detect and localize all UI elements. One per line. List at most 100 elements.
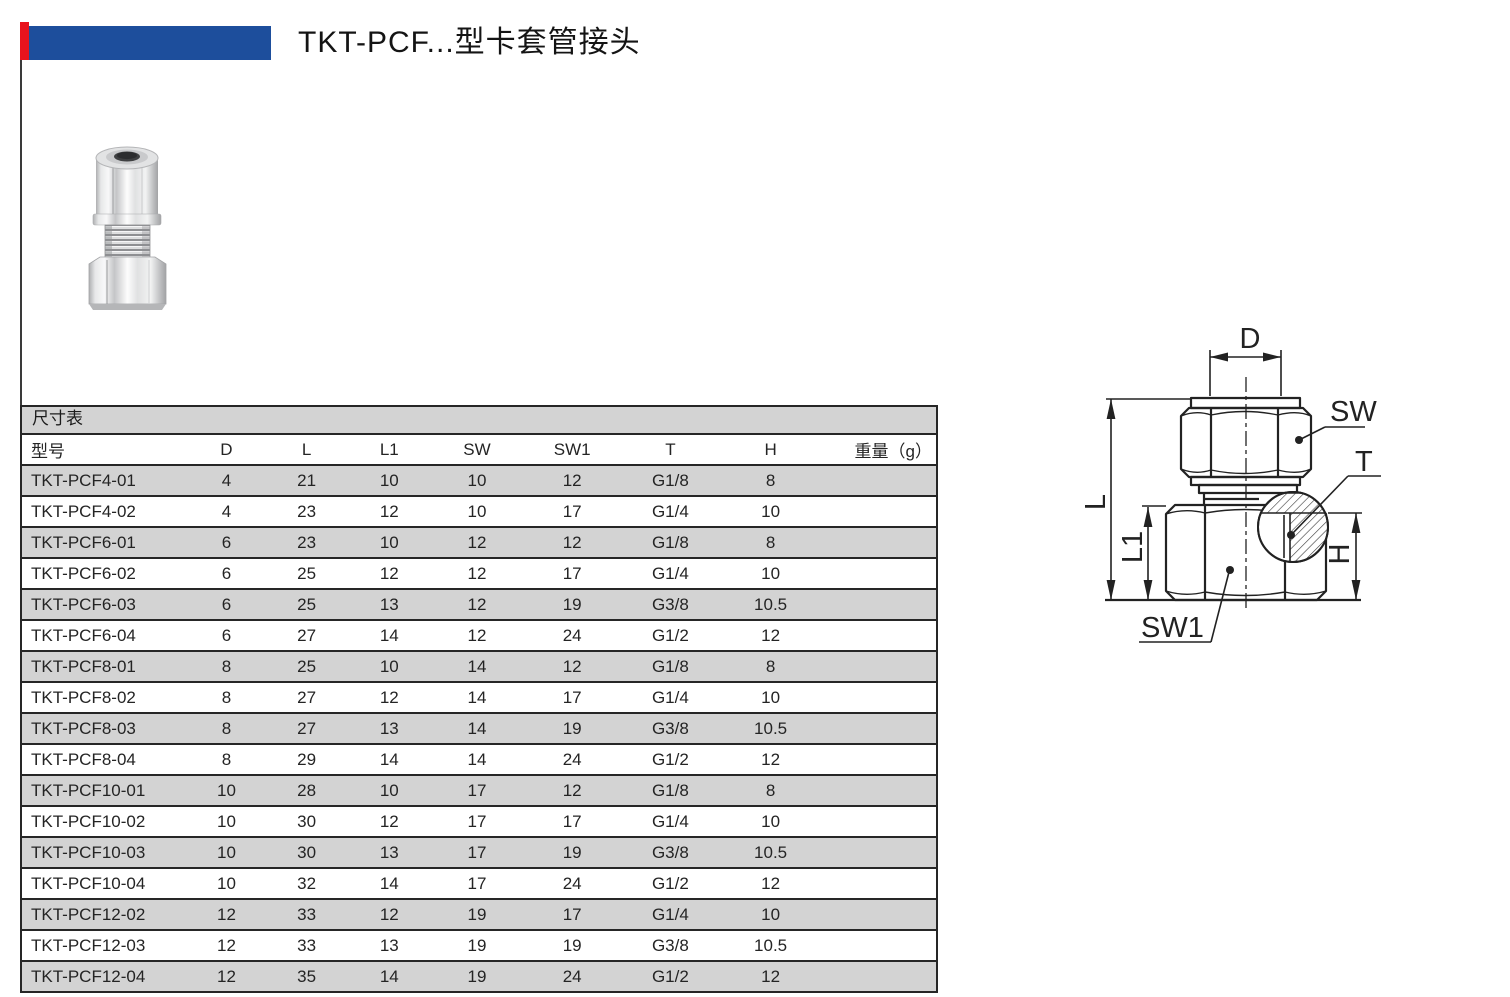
column-header-5: SW1 xyxy=(522,433,623,465)
value-cell: 13 xyxy=(346,836,432,868)
value-cell: 17 xyxy=(431,805,523,837)
model-cell: TKT-PCF10-03 xyxy=(21,836,187,868)
model-cell: TKT-PCF8-01 xyxy=(21,650,187,682)
value-cell: G1/2 xyxy=(622,960,719,992)
column-header-3: L1 xyxy=(346,433,432,465)
value-cell: 17 xyxy=(522,898,623,930)
model-cell: TKT-PCF12-02 xyxy=(21,898,187,930)
value-cell: 17 xyxy=(522,805,623,837)
value-cell: 35 xyxy=(266,960,347,992)
model-cell: TKT-PCF8-03 xyxy=(21,712,187,744)
value-cell: 12 xyxy=(346,681,432,713)
label-d: D xyxy=(1240,323,1261,355)
value-cell xyxy=(822,743,937,775)
value-cell: 12 xyxy=(186,960,267,992)
value-cell xyxy=(822,774,937,806)
value-cell: 10 xyxy=(431,495,523,527)
value-cell: G3/8 xyxy=(622,588,719,620)
value-cell xyxy=(822,464,937,496)
value-cell: 19 xyxy=(522,588,623,620)
value-cell: 12 xyxy=(346,805,432,837)
value-cell: 17 xyxy=(522,557,623,589)
value-cell xyxy=(822,929,937,961)
column-header-4: SW xyxy=(431,433,523,465)
value-cell xyxy=(822,836,937,868)
value-cell: 10 xyxy=(346,774,432,806)
column-header-0: 型号 xyxy=(21,433,187,465)
value-cell: 12 xyxy=(186,898,267,930)
value-cell: 21 xyxy=(266,464,347,496)
value-cell: 17 xyxy=(522,681,623,713)
value-cell: 19 xyxy=(431,898,523,930)
value-cell: G1/2 xyxy=(622,743,719,775)
blue-header-bar xyxy=(29,26,271,60)
model-cell: TKT-PCF6-02 xyxy=(21,557,187,589)
value-cell: G3/8 xyxy=(622,929,719,961)
dimension-lines xyxy=(1106,350,1381,643)
value-cell: 30 xyxy=(266,805,347,837)
page-title: TKT-PCF...型卡套管接头 xyxy=(298,26,641,59)
value-cell: 24 xyxy=(522,867,623,899)
value-cell: 6 xyxy=(186,557,267,589)
detail-circle-rim xyxy=(1257,491,1329,563)
value-cell: 19 xyxy=(522,836,623,868)
value-cell xyxy=(822,526,937,558)
value-cell: 12 xyxy=(346,495,432,527)
value-cell: 10 xyxy=(346,526,432,558)
value-cell: 19 xyxy=(522,929,623,961)
label-l1: L1 xyxy=(1117,531,1149,563)
value-cell: 23 xyxy=(266,495,347,527)
value-cell: 33 xyxy=(266,898,347,930)
value-cell: 12 xyxy=(522,526,623,558)
label-h: H xyxy=(1324,544,1356,565)
value-cell: 8 xyxy=(186,681,267,713)
value-cell: 17 xyxy=(431,836,523,868)
value-cell: G1/8 xyxy=(622,526,719,558)
value-cell: 14 xyxy=(431,650,523,682)
red-accent-block xyxy=(20,22,29,60)
value-cell: 4 xyxy=(186,464,267,496)
value-cell: 25 xyxy=(266,588,347,620)
value-cell xyxy=(822,960,937,992)
value-cell: G1/4 xyxy=(622,557,719,589)
value-cell: 27 xyxy=(266,619,347,651)
value-cell: 13 xyxy=(346,929,432,961)
value-cell xyxy=(822,557,937,589)
value-cell: G1/2 xyxy=(622,619,719,651)
value-cell: 13 xyxy=(346,712,432,744)
value-cell: 8 xyxy=(186,743,267,775)
value-cell: 12 xyxy=(718,619,823,651)
value-cell: 10 xyxy=(186,867,267,899)
value-cell: 19 xyxy=(431,960,523,992)
value-cell: 12 xyxy=(346,898,432,930)
value-cell: 27 xyxy=(266,712,347,744)
value-cell: 10 xyxy=(346,464,432,496)
value-cell: 10 xyxy=(186,836,267,868)
value-cell: G1/4 xyxy=(622,805,719,837)
value-cell: G1/2 xyxy=(622,867,719,899)
value-cell: G3/8 xyxy=(622,836,719,868)
label-t: T xyxy=(1355,446,1373,478)
value-cell xyxy=(822,712,937,744)
value-cell xyxy=(822,495,937,527)
value-cell: 14 xyxy=(346,619,432,651)
value-cell: 14 xyxy=(431,743,523,775)
table-caption: 尺寸表 xyxy=(20,405,938,433)
value-cell: 28 xyxy=(266,774,347,806)
column-header-8: 重量（g） xyxy=(822,433,937,465)
value-cell: 24 xyxy=(522,960,623,992)
model-cell: TKT-PCF6-03 xyxy=(21,588,187,620)
value-cell: 33 xyxy=(266,929,347,961)
value-cell: G1/8 xyxy=(622,650,719,682)
value-cell: 32 xyxy=(266,867,347,899)
